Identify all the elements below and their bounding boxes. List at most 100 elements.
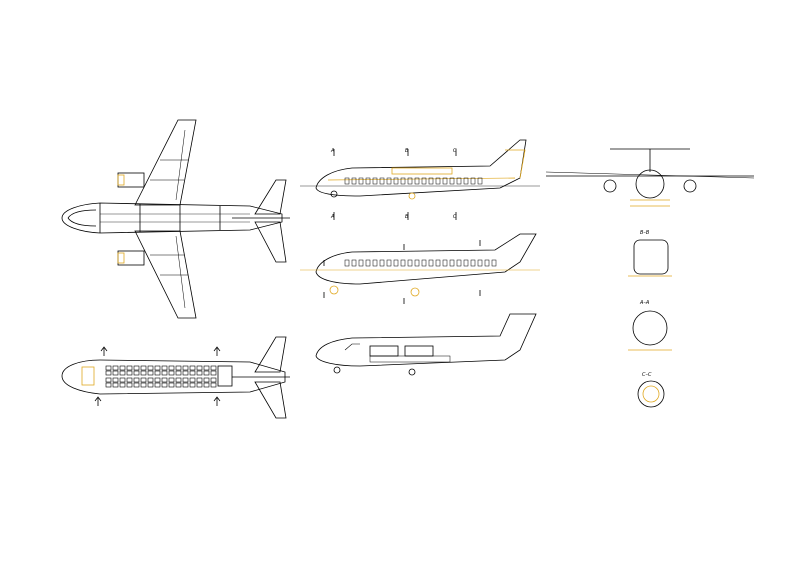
seat-mark [182, 382, 189, 388]
seat-mark [105, 365, 112, 371]
seat-mark [112, 365, 119, 371]
seat-mark [119, 370, 126, 376]
window-mark [379, 177, 385, 185]
seat-mark [168, 377, 175, 383]
seat-mark [175, 382, 182, 388]
section-title-a-a: A–A [639, 300, 650, 306]
front-view [545, 148, 755, 207]
window-mark [407, 259, 413, 267]
window-mark [421, 259, 427, 267]
window-mark [449, 177, 455, 185]
side-view-exterior [315, 313, 537, 376]
seat-mark [105, 377, 112, 383]
seat-mark [119, 382, 126, 388]
seat-mark [189, 377, 196, 383]
window-mark [470, 177, 476, 185]
window-mark [442, 259, 448, 267]
seat-mark [133, 365, 140, 371]
seat-mark [147, 382, 154, 388]
window-mark [365, 259, 371, 267]
seat-mark [168, 382, 175, 388]
window-mark [351, 177, 357, 185]
window-mark [463, 259, 469, 267]
seat-mark [133, 370, 140, 376]
window-mark [400, 177, 406, 185]
window-mark [435, 259, 441, 267]
window-mark [449, 259, 455, 267]
window-mark [358, 259, 364, 267]
section-b-b: B–B [628, 230, 672, 277]
seat-mark [133, 377, 140, 383]
seat-mark [133, 382, 140, 388]
window-mark [477, 259, 483, 267]
seat-mark [154, 370, 161, 376]
window-mark [386, 177, 392, 185]
seat-mark [112, 377, 119, 383]
section-a-a: A–A [628, 300, 672, 351]
section-label-b-bottom: B [405, 214, 409, 220]
seat-mark [161, 382, 168, 388]
window-mark [386, 259, 392, 267]
section-label-c-bottom: C [453, 214, 457, 220]
seat-mark [105, 382, 112, 388]
window-mark [484, 259, 490, 267]
seat-mark [161, 377, 168, 383]
seat-mark [203, 370, 210, 376]
window-mark [463, 177, 469, 185]
section-title-b-b: B–B [640, 230, 650, 236]
plan-view-top [61, 119, 290, 319]
cabin-layout-plan [61, 336, 290, 419]
window-mark [344, 259, 350, 267]
window-mark [358, 177, 364, 185]
window-mark [428, 177, 434, 185]
section-label-a-bottom: A [330, 214, 335, 220]
window-mark [456, 259, 462, 267]
window-mark [372, 259, 378, 267]
window-mark [477, 177, 483, 185]
seat-mark [196, 377, 203, 383]
seat-mark [210, 377, 217, 383]
seat-mark [182, 377, 189, 383]
window-mark [351, 259, 357, 267]
seat-mark [189, 365, 196, 371]
window-mark [428, 259, 434, 267]
seat-mark [196, 382, 203, 388]
seat-mark [140, 377, 147, 383]
section-c-c: C–C [637, 372, 665, 408]
seat-mark [126, 365, 133, 371]
side-view-cutaway-middle [300, 233, 540, 304]
window-mark [400, 259, 406, 267]
seat-mark [140, 382, 147, 388]
seat-mark [203, 377, 210, 383]
seat-mark [147, 370, 154, 376]
seat-mark [189, 382, 196, 388]
seat-mark [210, 382, 217, 388]
window-mark [414, 259, 420, 267]
seat-mark [210, 365, 217, 371]
seat-mark [161, 370, 168, 376]
seat-mark [189, 370, 196, 376]
section-label-b-top: B [405, 148, 409, 154]
seat-mark [147, 377, 154, 383]
seat-mark [196, 370, 203, 376]
seat-mark [126, 370, 133, 376]
seat-mark [140, 370, 147, 376]
window-mark [393, 177, 399, 185]
seat-mark [203, 365, 210, 371]
seat-mark [119, 377, 126, 383]
section-label-c-top: C [453, 148, 457, 154]
seat-mark [147, 365, 154, 371]
window-mark [344, 177, 350, 185]
seat-mark [126, 377, 133, 383]
section-title-c-c: C–C [642, 372, 652, 378]
section-label-a-top: A [330, 148, 335, 154]
window-mark [393, 259, 399, 267]
seat-mark [210, 370, 217, 376]
seat-mark [175, 365, 182, 371]
window-mark [470, 259, 476, 267]
window-mark [456, 177, 462, 185]
seat-mark [112, 382, 119, 388]
window-mark [414, 177, 420, 185]
seat-mark [119, 365, 126, 371]
